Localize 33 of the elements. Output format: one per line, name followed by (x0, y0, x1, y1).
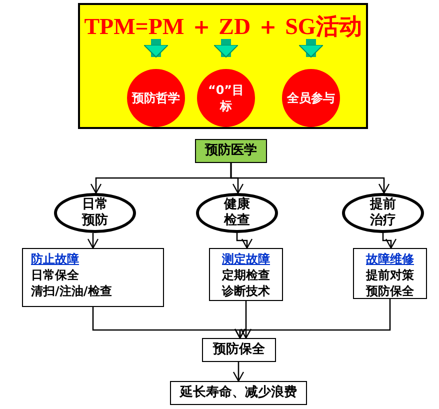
arrow (382, 233, 397, 249)
ellipse-node: 提前治疗 (342, 193, 424, 233)
arrow (236, 233, 253, 249)
box-line: 清扫/注油/检查 (31, 283, 113, 299)
box-line: 诊断技术 (220, 283, 271, 299)
box-heading: 防止故障 (31, 251, 79, 267)
process-box: 预防保全 (202, 338, 276, 362)
arrow (87, 233, 99, 249)
text-box (353, 248, 427, 299)
arrow (230, 163, 390, 194)
circle-node: “0”目标 (197, 69, 255, 127)
text-box (22, 248, 164, 307)
block-arrow (298, 39, 324, 58)
banner-panel (78, 3, 368, 129)
process-box: 延长寿命、减少浪费 (170, 381, 307, 405)
formula-heading: TPM=PM ＋ ZD ＋ SG活动 (83, 13, 363, 41)
circle-node: 全员参与 (282, 69, 340, 127)
ellipse-node: 日常预防 (54, 193, 136, 233)
text-box (209, 248, 283, 301)
arrow (240, 301, 252, 339)
box-line: 提前对策 (364, 267, 415, 283)
block-arrow (214, 39, 238, 58)
block-arrow (144, 39, 168, 58)
box-line: 定期检查 (220, 267, 271, 283)
box-heading: 测定故障 (222, 251, 270, 267)
arrow (234, 299, 391, 339)
arrow (232, 362, 244, 382)
box-line: 日常保全 (31, 267, 80, 283)
box-heading: 故障维修 (366, 251, 414, 267)
ellipse-node: 健康检查 (196, 193, 278, 233)
circle-node: 预防哲学 (127, 69, 185, 127)
box-line: 预防保全 (364, 283, 415, 299)
process-box: 预防医学 (195, 139, 267, 163)
